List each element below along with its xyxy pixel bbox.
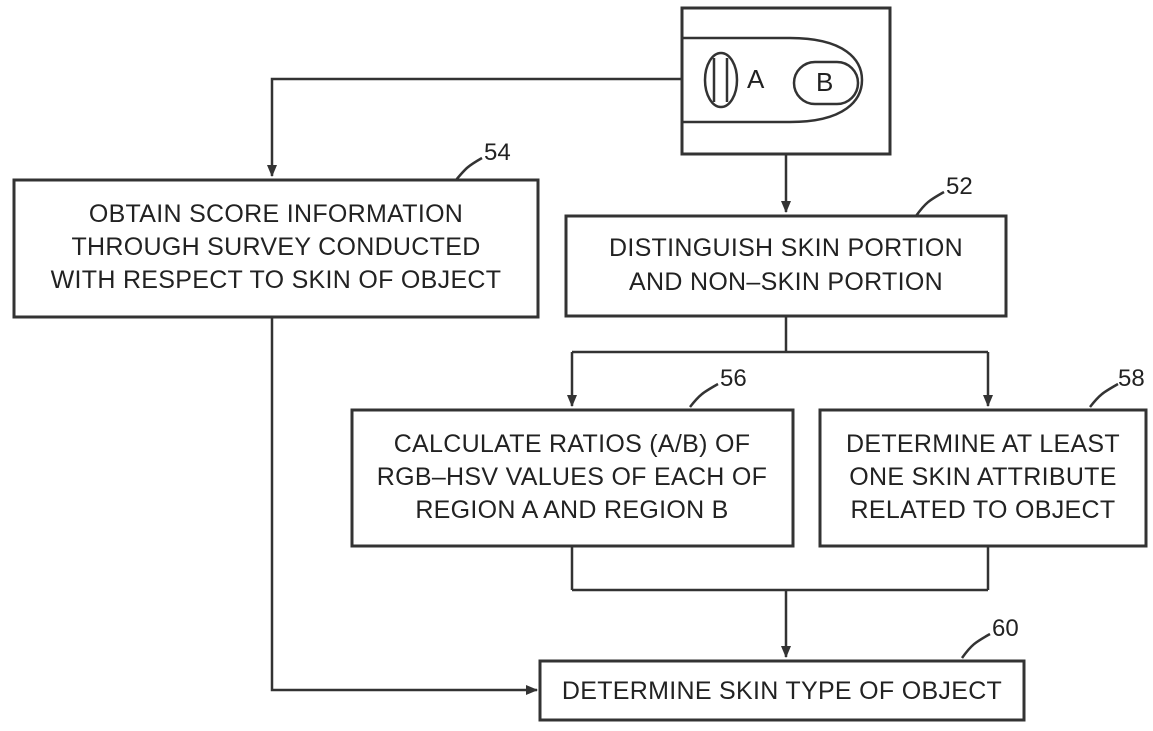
- step-52-ref-number: 52: [946, 173, 973, 200]
- arrow-panel-to-54: [267, 77, 682, 177]
- step-56-line-2: RGB–HSV VALUES OF EACH OF: [377, 463, 767, 491]
- fingertip-image-panel: A B: [680, 6, 892, 156]
- step-56-line-3: REGION A AND REGION B: [415, 496, 728, 524]
- region-b-outline: [792, 60, 860, 106]
- region-a-label: A: [747, 64, 765, 94]
- leader-60: [960, 632, 991, 659]
- leader-58: [1089, 382, 1119, 408]
- step-60-line-1: DETERMINE SKIN TYPE OF OBJECT: [562, 677, 1002, 705]
- step-box-58-frame: [818, 408, 1148, 548]
- reference-leaders: [455, 156, 1119, 659]
- image-panel-frame: [680, 6, 892, 156]
- finger-outline-icon: [682, 36, 864, 124]
- step-box-58: DETERMINE AT LEAST ONE SKIN ATTRIBUTE RE…: [818, 365, 1148, 548]
- step-box-56: CALCULATE RATIOS (A/B) OF RGB–HSV VALUES…: [350, 365, 795, 548]
- step-box-52-frame: [564, 214, 1008, 318]
- step-54-line-3: WITH RESPECT TO SKIN OF OBJECT: [51, 266, 502, 294]
- step-58-line-2: ONE SKIN ATTRIBUTE: [849, 463, 1116, 491]
- step-58-line-3: RELATED TO OBJECT: [851, 496, 1116, 524]
- leader-56: [689, 382, 719, 408]
- nail-fold-icon: [703, 51, 739, 109]
- connectors: [267, 77, 993, 695]
- step-box-56-frame: [350, 408, 795, 548]
- step-box-60: DETERMINE SKIN TYPE OF OBJECT 60: [538, 615, 1026, 722]
- step-box-60-frame: [538, 659, 1026, 722]
- step-58-line-1: DETERMINE AT LEAST: [846, 430, 1120, 458]
- step-54-line-1: OBTAIN SCORE INFORMATION: [89, 200, 463, 228]
- region-b-label: B: [816, 67, 833, 97]
- step-box-52: DISTINGUISH SKIN PORTION AND NON–SKIN PO…: [564, 173, 1008, 318]
- step-56-line-1: CALCULATE RATIOS (A/B) OF: [394, 430, 751, 458]
- step-56-ref-number: 56: [720, 365, 747, 392]
- step-60-ref-number: 60: [992, 615, 1019, 642]
- step-54-ref-number: 54: [484, 139, 511, 166]
- leader-52: [914, 190, 945, 217]
- step-52-line-2: AND NON–SKIN PORTION: [629, 268, 943, 296]
- step-54-line-2: THROUGH SURVEY CONDUCTED: [71, 233, 480, 261]
- step-58-ref-number: 58: [1118, 365, 1145, 392]
- step-box-54-frame: [12, 178, 540, 319]
- step-box-54: OBTAIN SCORE INFORMATION THROUGH SURVEY …: [12, 139, 540, 319]
- step-52-line-1: DISTINGUISH SKIN PORTION: [609, 234, 963, 262]
- leader-54: [455, 156, 483, 181]
- arrow-54-to-60: [270, 317, 538, 695]
